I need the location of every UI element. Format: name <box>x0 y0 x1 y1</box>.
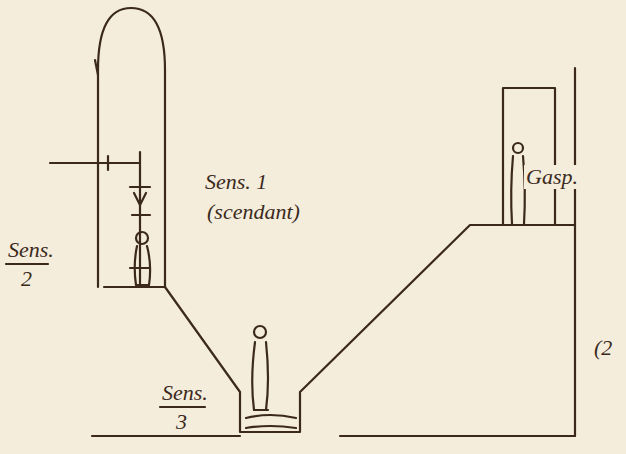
figure-body <box>252 342 268 410</box>
callout-number: (2 <box>592 336 614 360</box>
pit-lines <box>246 415 296 428</box>
rope <box>139 152 141 285</box>
figure-head <box>136 232 148 244</box>
wall <box>574 68 576 436</box>
fraction-bar <box>6 263 48 265</box>
figure-body <box>511 156 525 224</box>
fraction-bar <box>160 406 205 408</box>
handwritten-label: Sens. <box>160 381 210 405</box>
level-line <box>50 162 140 164</box>
figure-head <box>513 143 523 153</box>
ground-line <box>340 435 575 437</box>
figure-head <box>254 326 266 338</box>
handwritten-label: Sens. <box>6 238 56 262</box>
ground-profile <box>165 225 575 432</box>
handwritten-label: (scendant) <box>205 200 302 224</box>
handwritten-label: Sens. 1 <box>203 170 269 194</box>
level-tick <box>107 156 109 170</box>
tower-mark <box>95 60 98 75</box>
door <box>503 88 555 225</box>
tower-floor <box>104 286 165 288</box>
tower-outline <box>98 8 165 287</box>
ground-line <box>92 435 240 437</box>
callout-number: 2 <box>19 267 34 291</box>
callout-number: 3 <box>174 410 189 434</box>
handwritten-label: Gasp. <box>524 165 580 189</box>
rope-mark <box>134 193 146 205</box>
figure-body <box>135 246 150 285</box>
